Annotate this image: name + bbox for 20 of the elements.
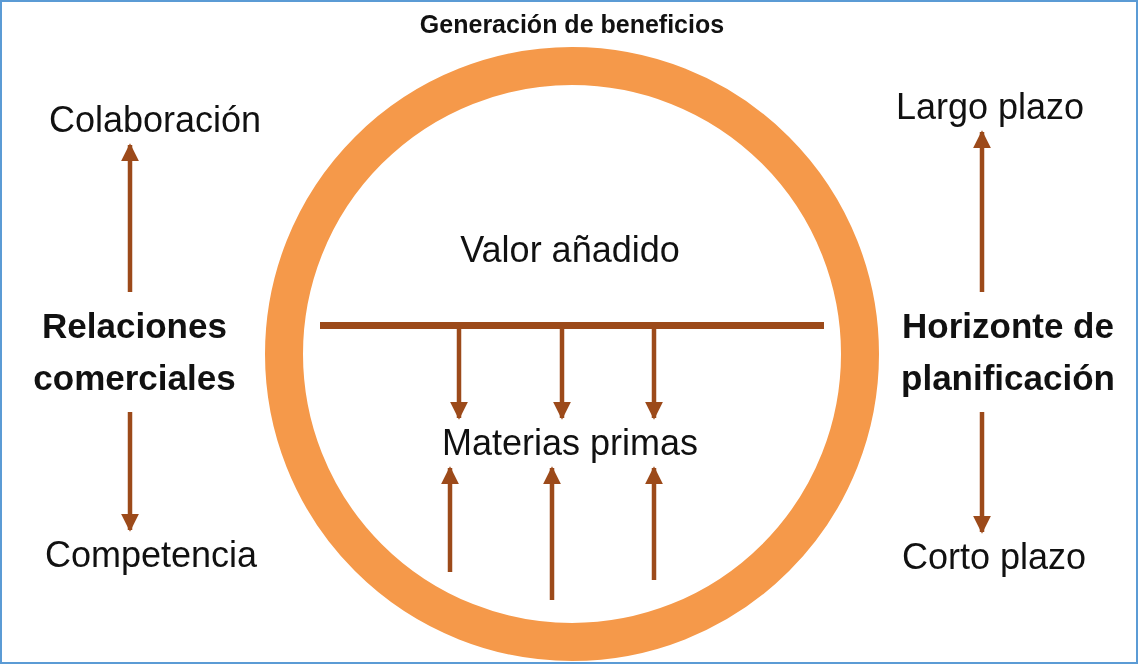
arrow [553, 329, 571, 420]
axis-label: Horizonte de planificación [880, 300, 1136, 404]
outcome-label: Largo plazo [870, 84, 1110, 130]
axis-label: Relaciones comerciales [12, 300, 257, 404]
divider-bar [320, 322, 824, 329]
section-label: Materias primas [395, 420, 745, 466]
circle-heading: Generación de beneficios [419, 10, 725, 39]
outcome-label: Competencia [16, 532, 286, 578]
arrow [543, 466, 561, 600]
arrow [121, 143, 139, 292]
arrow [121, 412, 139, 532]
outcome-label: Colaboración [20, 97, 290, 143]
arrow [973, 412, 991, 534]
arrow [450, 329, 468, 420]
section-label: Valor añadido [420, 227, 720, 273]
arrow [973, 130, 991, 292]
arrow [645, 466, 663, 580]
outcome-label: Corto plazo [874, 534, 1114, 580]
arrow [645, 329, 663, 420]
arrow [441, 466, 459, 572]
